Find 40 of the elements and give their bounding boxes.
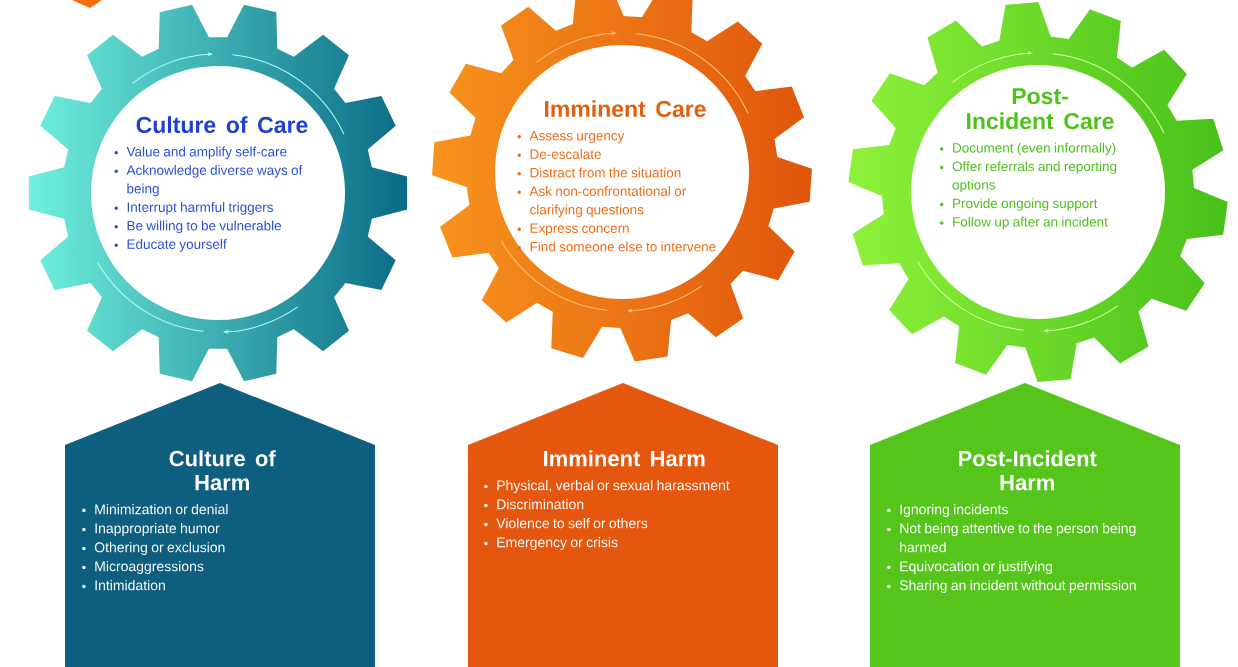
gear	[911, 51, 1165, 333]
list-item: Minimization or denial	[82, 504, 228, 515]
list-item: Express concern	[517, 223, 629, 236]
heading: Culture of Harm	[169, 450, 276, 491]
heading: Post-Incident Harm	[959, 450, 1097, 491]
list-item: Educate yourself	[114, 239, 227, 252]
heading: Imminent Harm	[544, 450, 705, 467]
list-item: Microaggressions	[82, 561, 204, 575]
list-item: Equivocation or justifying	[887, 561, 1053, 575]
list-item: Not being attentive to the person being harmed	[887, 523, 1136, 553]
list-item: Assess urgency	[517, 131, 625, 144]
list-item: Intimidation	[82, 580, 165, 591]
list-item: Ask non-confrontational or clarifying questions	[517, 186, 686, 218]
list-item: Physical, verbal or sexual harassment	[484, 480, 730, 494]
list-item: Discrimination	[484, 499, 584, 510]
pentagon-panel	[468, 383, 778, 667]
list-item: Ignoring incidents	[887, 504, 1008, 518]
list-item: Inappropriate humor	[82, 523, 220, 537]
list-item: Value and amplify self-care	[114, 146, 287, 160]
pentagon-panel	[870, 383, 1180, 667]
list-item: Violence to self or others	[484, 518, 648, 529]
list-item: Distract from the situation	[517, 167, 681, 178]
list-item: De-escalate	[517, 149, 601, 159]
heading: Imminent Care	[545, 100, 706, 118]
list-item: Document (even informally)	[940, 142, 1116, 156]
gear	[91, 52, 345, 334]
list-item: Provide ongoing support	[940, 198, 1098, 211]
heading: Post-Incident Care	[967, 88, 1114, 130]
heading: Culture of Care	[136, 116, 308, 134]
list-item: Interrupt harmful triggers	[114, 202, 273, 215]
list-item: Emergency or crisis	[484, 537, 618, 551]
list-item: Acknowledge diverse ways of being	[114, 165, 303, 197]
list-item: Find someone else to intervene	[517, 241, 716, 252]
list-item: Offer referrals and reporting options	[940, 161, 1117, 193]
list-item: Sharing an incident without permission	[887, 580, 1136, 594]
list-item: Be willing to be vulnerable	[114, 220, 282, 234]
gear	[495, 31, 749, 313]
list-item: Othering or exclusion	[82, 542, 225, 556]
pentagon-panel	[65, 383, 375, 667]
list-item: Follow up after an incident	[940, 216, 1108, 230]
